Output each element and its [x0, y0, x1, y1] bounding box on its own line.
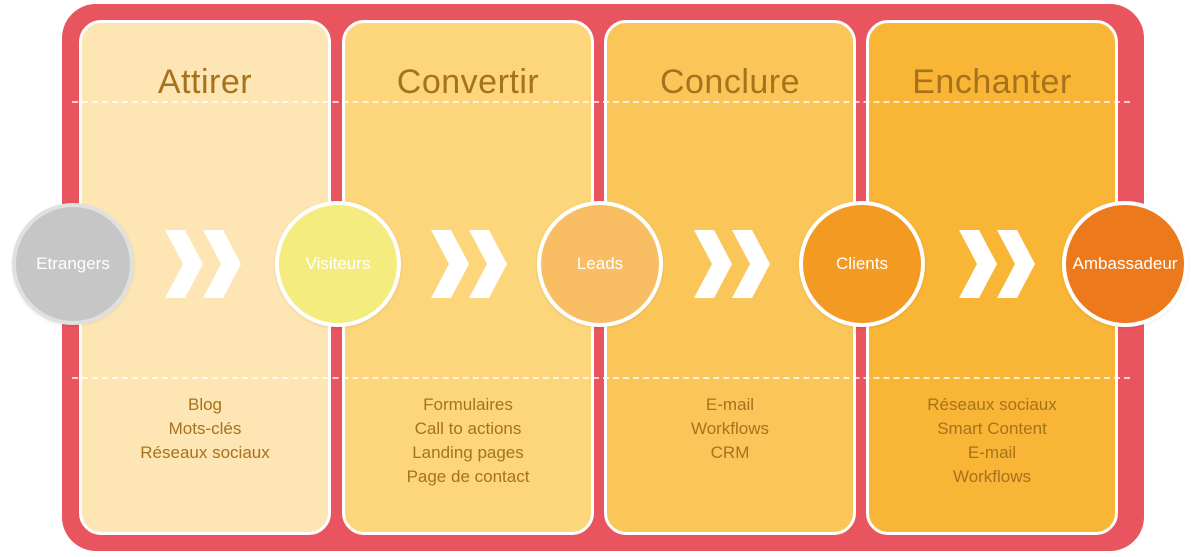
stage-leads: Leads	[537, 201, 663, 327]
list-item: Page de contact	[406, 467, 530, 486]
stage-label: Clients	[836, 254, 888, 273]
stage-ambassadeur: Ambassadeur	[1062, 201, 1188, 327]
stage-label: Visiteurs	[305, 254, 371, 273]
list-item: Réseaux sociaux	[140, 443, 270, 462]
column-title: Conclure	[659, 63, 801, 101]
column-item-list: Blog Mots-clés Réseaux sociaux	[82, 393, 328, 465]
column-item-list: E-mail Workflows CRM	[607, 393, 853, 465]
column-title: Enchanter	[912, 63, 1072, 101]
stage-label: Etrangers	[36, 254, 110, 273]
chevron-right-icon	[165, 230, 241, 298]
list-item: Workflows	[952, 467, 1032, 486]
stage-clients: Clients	[799, 201, 925, 327]
list-item: Landing pages	[412, 443, 524, 462]
column-title: Attirer	[157, 63, 253, 101]
list-item: CRM	[710, 443, 750, 462]
column-title: Convertir	[396, 63, 540, 101]
dashed-divider-top	[72, 101, 1130, 103]
chevron-right-icon	[431, 230, 507, 298]
stage-label: Ambassadeur	[1072, 254, 1178, 273]
stage-visiteurs: Visiteurs	[275, 201, 401, 327]
column-item-list: Réseaux sociaux Smart Content E-mail Wor…	[869, 393, 1115, 489]
list-item: E-mail	[705, 395, 755, 414]
list-item: Réseaux sociaux	[927, 395, 1057, 414]
list-item: Blog	[187, 395, 223, 414]
dashed-divider-bottom	[72, 377, 1130, 379]
chevron-right-icon	[694, 230, 770, 298]
list-item: Mots-clés	[168, 419, 242, 438]
list-item: Call to actions	[414, 419, 522, 438]
list-item: Workflows	[690, 419, 770, 438]
column-item-list: Formulaires Call to actions Landing page…	[345, 393, 591, 489]
list-item: Formulaires	[423, 395, 513, 414]
list-item: E-mail	[967, 443, 1017, 462]
list-item: Smart Content	[937, 419, 1047, 438]
chevron-right-icon	[959, 230, 1035, 298]
stage-label: Leads	[576, 254, 624, 273]
stage-etrangers: Etrangers	[12, 203, 134, 325]
